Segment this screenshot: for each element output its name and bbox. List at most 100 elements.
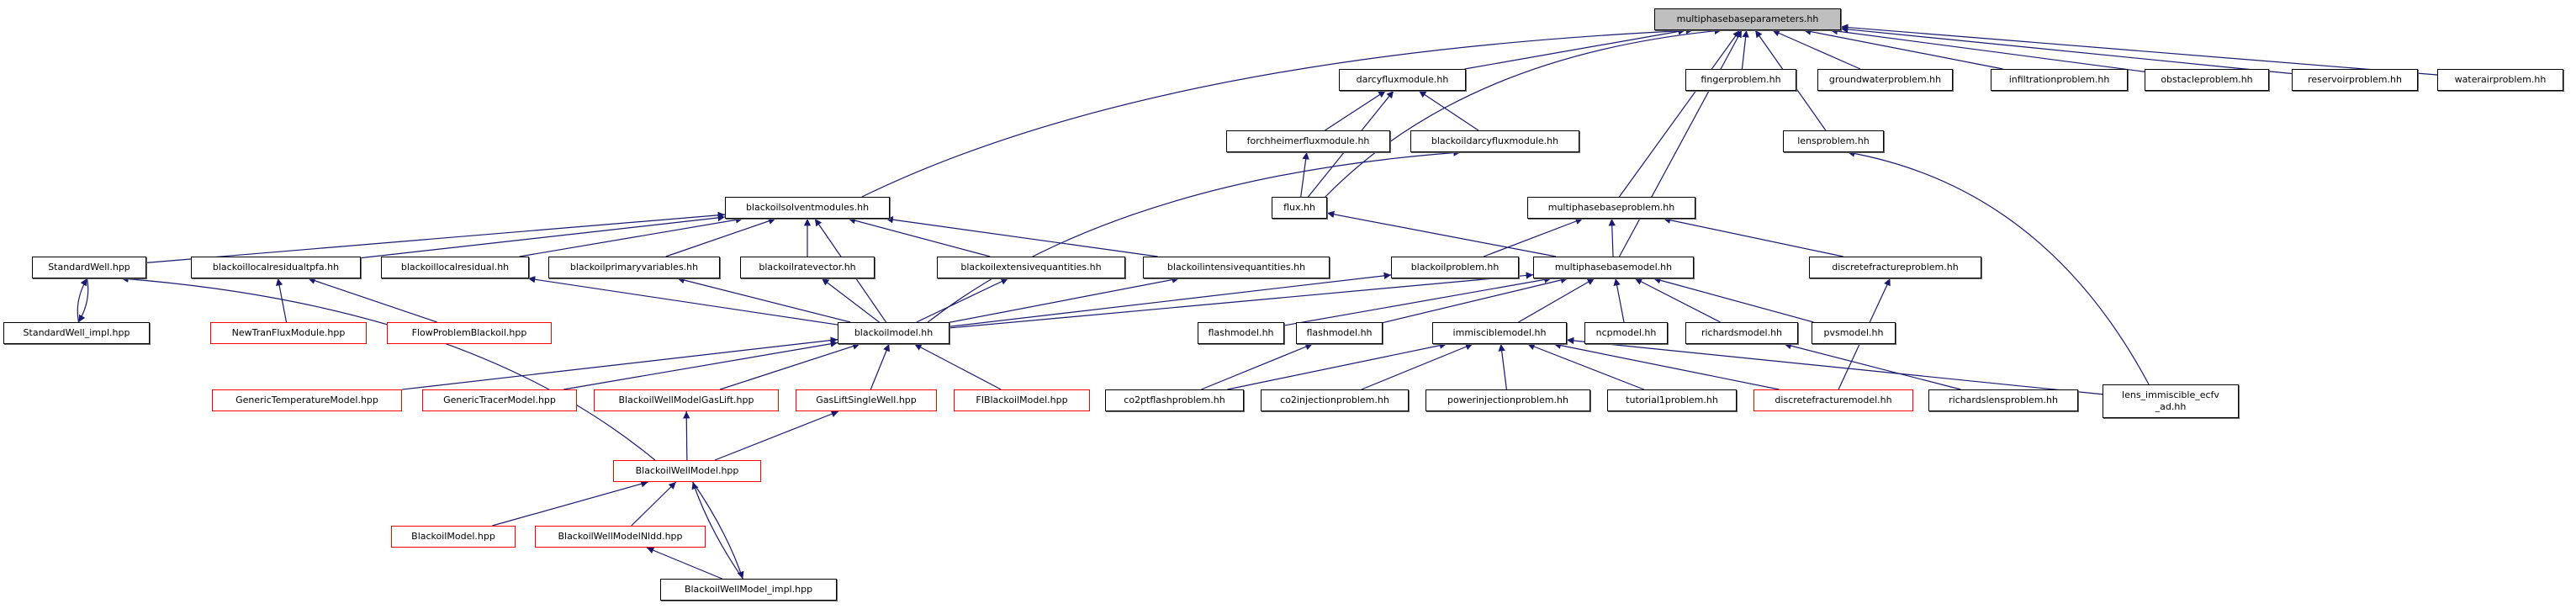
node-bomodel[interactable]: blackoilmodel.hh (838, 322, 949, 344)
edge-finger-to-root (1741, 29, 1749, 70)
edge-dfmodel-to-immiscible (1553, 342, 1780, 390)
edge-ncp-to-mpbmodel (1613, 278, 1625, 323)
node-stdwellimpl[interactable]: StandardWell_impl.hpp (3, 322, 150, 344)
node-dfmodel[interactable]: discretefracturemodel.hh (1753, 389, 1913, 411)
edge-gentracer-to-bomodel (563, 340, 838, 390)
edge-bwm-to-gaslift (714, 410, 839, 461)
edge-bomodel-to-mpbmodel (949, 272, 1534, 329)
edge-mpbmodel-to-mpbproblem (1608, 218, 1616, 257)
edge-bomodel-to-extq (916, 278, 1009, 323)
node-waterair[interactable]: waterairproblem.hh (2437, 69, 2563, 91)
edge-lensimm-to-lens (1847, 150, 2150, 385)
node-gentracer[interactable]: GenericTracerModel.hpp (422, 389, 577, 411)
node-lensimm[interactable]: lens_immiscible_ecfv _ad.hh (2103, 384, 2239, 418)
edge-mpbmodel-to-root (1619, 29, 1743, 257)
node-flash1[interactable]: flashmodel.hh (1198, 322, 1284, 344)
node-flash2[interactable]: flashmodel.hh (1296, 322, 1383, 344)
node-co2inj[interactable]: co2injectionproblem.hh (1261, 389, 1409, 411)
node-root[interactable]: multiphasebaseparameters.hh (1654, 8, 1841, 30)
edge-newtran-to-lrtpfa (275, 278, 288, 323)
edge-immiscible-to-mpbmodel (1518, 278, 1595, 323)
edge-forchheimer-to-darcyflux (1325, 90, 1386, 131)
edge-flowbo-to-lrtpfa (308, 277, 437, 323)
edge-stdwell-to-solvent (145, 211, 726, 263)
node-pvs[interactable]: pvsmodel.hh (1812, 322, 1896, 344)
edge-richlens-to-richards (1784, 342, 1961, 390)
edge-obstacle-to-root (1830, 27, 2145, 72)
node-infiltration[interactable]: infiltrationproblem.hh (1991, 69, 2128, 91)
node-ratevec[interactable]: blackoilratevector.hh (740, 257, 875, 278)
node-obstacle[interactable]: obstacleproblem.hh (2145, 69, 2269, 91)
edge-bomodel-to-boproblem (949, 272, 1392, 327)
node-bodarcy[interactable]: blackoildarcyfluxmodule.hh (1410, 130, 1579, 152)
edge-mpbmodel-to-flux (1326, 210, 1557, 257)
node-lrtpfa[interactable]: blackoillocalresidualtpfa.hh (191, 257, 361, 278)
node-bwmnldd[interactable]: BlackoilWellModelNldd.hpp (535, 526, 706, 548)
node-intq[interactable]: blackoilintensivequantities.hh (1143, 257, 1330, 278)
edge-bwmgaslift-to-bomodel (719, 342, 860, 390)
edge-co2ptflash-to-immiscible (1227, 342, 1447, 390)
node-primvars[interactable]: blackoilprimaryvariables.hh (548, 257, 720, 278)
edge-tutorial1-to-immiscible (1527, 343, 1644, 390)
node-darcyflux[interactable]: darcyfluxmodule.hh (1339, 69, 1466, 91)
edge-bomodel-to-ratevec (821, 278, 880, 323)
edge-co2ptflash-to-flash2 (1201, 343, 1313, 390)
edge-lensimm-to-immiscible (1566, 336, 2103, 395)
node-bwmimpl[interactable]: BlackoilWellModel_impl.hpp (660, 579, 837, 601)
edge-bwmimpl-to-bwmnldd (646, 547, 722, 580)
node-richlens[interactable]: richardslensproblem.hh (1928, 389, 2078, 411)
node-newtran[interactable]: NewTranFluxModule.hpp (210, 322, 367, 344)
node-co2ptflash[interactable]: co2ptflashproblem.hh (1105, 389, 1244, 411)
node-flowbo[interactable]: FlowProblemBlackoil.hpp (387, 322, 552, 344)
edge-gaslift-to-bomodel (870, 343, 890, 390)
edge-solvent-to-root (861, 27, 1694, 198)
edge-bomodel-to-primvars (677, 276, 851, 323)
node-dfproblem[interactable]: discretefractureproblem.hh (1809, 257, 1981, 278)
edge-infiltration-to-root (1803, 28, 2003, 70)
node-bomodelhpp[interactable]: BlackoilModel.hpp (391, 526, 516, 548)
edge-bwmimpl-to-bwm (691, 481, 743, 580)
edge-extq-to-solvent (848, 217, 991, 257)
node-reservoir[interactable]: reservoirproblem.hh (2292, 69, 2418, 91)
edge-bomodel-to-lres (527, 276, 838, 326)
node-flux[interactable]: flux.hh (1272, 197, 1327, 219)
node-tutorial1[interactable]: tutorial1problem.hh (1607, 389, 1737, 411)
edge-mpbproblem-to-root (1618, 29, 1741, 198)
node-immiscible[interactable]: immisciblemodel.hh (1432, 322, 1567, 344)
node-mpbmodel[interactable]: multiphasebasemodel.hh (1533, 257, 1694, 278)
edge-groundwater-to-root (1772, 29, 1861, 70)
edge-flux-to-root (1325, 27, 1722, 198)
node-richards[interactable]: richardsmodel.hh (1685, 322, 1798, 344)
edge-stdwellimpl-to-stdwell (77, 278, 88, 323)
node-stdwell[interactable]: StandardWell.hpp (32, 257, 146, 278)
edge-fibo-to-bomodel (914, 343, 1002, 390)
node-groundwater[interactable]: groundwaterproblem.hh (1817, 69, 1953, 91)
node-bwmgaslift[interactable]: BlackoilWellModelGasLift.hpp (594, 389, 779, 411)
edge-bomodel-to-bodarcy (927, 149, 1461, 323)
node-gentemp[interactable]: GenericTemperatureModel.hpp (212, 389, 402, 411)
edge-pvs-to-mpbmodel (1653, 277, 1814, 323)
node-fibo[interactable]: FIBlackoilModel.hpp (954, 389, 1090, 411)
edge-intq-to-solvent (886, 215, 1158, 257)
edge-bwm-to-bwmimpl (692, 481, 744, 580)
node-solvent[interactable]: blackoilsolventmodules.hh (725, 197, 890, 219)
node-gaslift[interactable]: GasLiftSingleWell.hpp (796, 389, 937, 411)
node-mpbproblem[interactable]: multiphasebaseproblem.hh (1527, 197, 1695, 219)
node-bwm[interactable]: BlackoilWellModel.hpp (613, 460, 761, 482)
node-forchheimer[interactable]: forchheimerfluxmodule.hh (1226, 130, 1390, 152)
edge-richards-to-mpbmodel (1634, 278, 1721, 323)
edge-bodarcy-to-darcyflux (1418, 90, 1479, 131)
node-ncp[interactable]: ncpmodel.hh (1584, 322, 1668, 344)
node-lres[interactable]: blackoillocalresidual.hh (381, 257, 529, 278)
node-extq[interactable]: blackoilextensivequantities.hh (937, 257, 1125, 278)
edge-co2inj-to-immiscible (1361, 343, 1473, 390)
edge-bwmnldd-to-bwm (631, 481, 677, 527)
node-powerinj[interactable]: powerinjectionproblem.hh (1426, 389, 1590, 411)
node-lens[interactable]: lensproblem.hh (1783, 130, 1884, 152)
node-finger[interactable]: fingerproblem.hh (1685, 69, 1796, 91)
edge-darcyflux-to-root (1464, 28, 1685, 70)
node-boproblem[interactable]: blackoilproblem.hh (1391, 257, 1519, 278)
